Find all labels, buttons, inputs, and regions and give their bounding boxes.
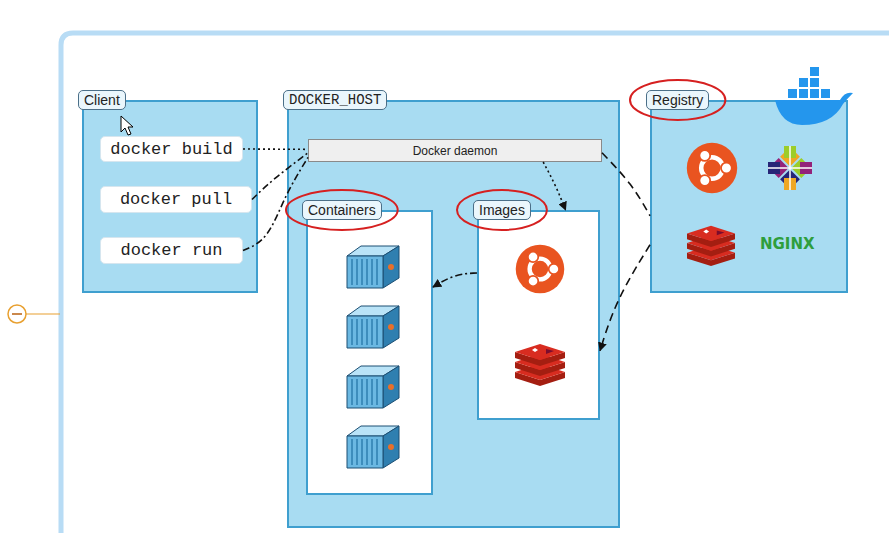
local-images bbox=[515, 245, 565, 386]
command-text: docker run bbox=[120, 241, 222, 260]
containers-box: Containers bbox=[306, 210, 433, 495]
daemon-bar: Docker daemon bbox=[308, 139, 602, 162]
collapse-toggle bbox=[12, 313, 22, 315]
box-heading: DOCKER_HOST bbox=[283, 90, 387, 110]
mouse-cursor bbox=[121, 116, 133, 135]
logo-text: NGINX bbox=[760, 235, 815, 253]
client-panel: docker builddocker pulldocker runClient bbox=[82, 100, 258, 293]
docker-whale bbox=[799, 89, 808, 98]
connector bbox=[602, 153, 650, 216]
box-heading: Registry bbox=[646, 90, 709, 110]
container-icons bbox=[347, 246, 399, 468]
frame bbox=[61, 33, 889, 533]
command-pill: docker run bbox=[100, 237, 243, 264]
container-icons bbox=[347, 426, 399, 468]
command-pill: docker pull bbox=[100, 186, 252, 213]
centos-icon bbox=[768, 146, 812, 190]
label-holder: NGINX bbox=[760, 235, 815, 253]
command-text: docker pull bbox=[120, 190, 232, 209]
collapse-toggle bbox=[26, 313, 60, 314]
ubuntu-icon bbox=[516, 245, 565, 294]
collapse-toggle bbox=[8, 305, 26, 323]
connector bbox=[433, 273, 477, 287]
box-heading: Containers bbox=[302, 200, 382, 220]
connector bbox=[243, 157, 308, 250]
images-box: Images bbox=[477, 210, 600, 420]
highlight-ring bbox=[457, 190, 547, 230]
mouse-cursor bbox=[121, 116, 133, 135]
highlight-ring bbox=[286, 190, 398, 230]
docker-whale bbox=[775, 67, 853, 125]
highlight-ring bbox=[630, 80, 725, 120]
container-icons bbox=[347, 366, 399, 408]
daemon-label: Docker daemon bbox=[413, 144, 498, 158]
docker-whale bbox=[810, 78, 819, 87]
command-pill: docker build bbox=[100, 136, 243, 162]
command-text: docker build bbox=[110, 140, 232, 159]
box-heading: Client bbox=[78, 90, 126, 110]
connector bbox=[252, 153, 308, 200]
docker-whale bbox=[788, 89, 797, 98]
docker-whale bbox=[810, 67, 819, 76]
container-icons bbox=[347, 246, 399, 288]
host-panel: Docker daemonContainersImagesDOCKER_HOST bbox=[287, 100, 620, 528]
redis-icon bbox=[515, 344, 565, 386]
frame bbox=[61, 33, 889, 533]
connector bbox=[600, 245, 650, 351]
box-heading: Images bbox=[473, 200, 531, 220]
ubuntu-icon bbox=[687, 143, 737, 193]
docker-whale bbox=[775, 93, 853, 125]
docker-whale bbox=[821, 89, 830, 98]
container-icons bbox=[347, 306, 399, 348]
redis-icon bbox=[687, 226, 735, 266]
registry-panel: Registry bbox=[650, 100, 848, 293]
connector bbox=[543, 162, 565, 210]
connector bbox=[243, 148, 308, 150]
docker-whale bbox=[810, 89, 819, 98]
docker-whale bbox=[799, 78, 808, 87]
collapse-toggle bbox=[8, 305, 60, 323]
